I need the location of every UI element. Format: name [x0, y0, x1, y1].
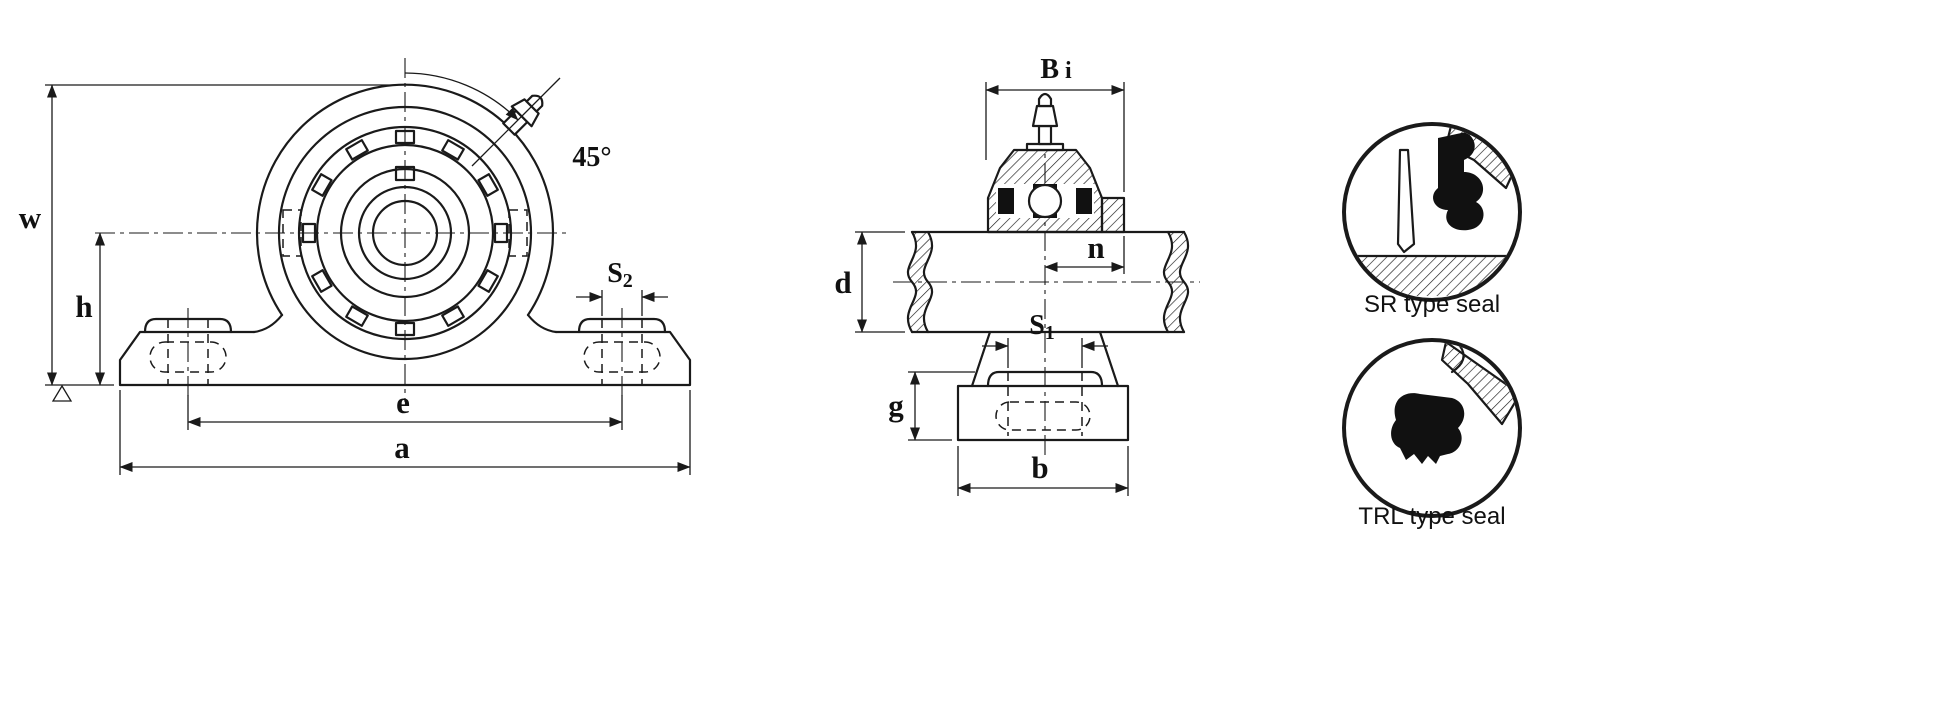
dim-label-a: a: [394, 430, 410, 465]
side-base: [956, 330, 1130, 442]
dim-label-angle: 45°: [572, 142, 611, 173]
front-housing: [252, 83, 558, 334]
seal-detail-sr: SR type seal: [1342, 122, 1522, 318]
front-centerlines: [95, 58, 623, 402]
dim-label-n: n: [1087, 230, 1104, 265]
dim-s2: S2: [576, 258, 668, 316]
dim-label-b: b: [1031, 450, 1048, 485]
sr-seal-label: SR type seal: [1364, 291, 1500, 318]
lockwasher-key-tab: [394, 165, 416, 182]
datum-triangle-icon: [51, 384, 73, 402]
locking-collar: [1100, 196, 1126, 234]
grease-fitting-side-icon: [1025, 92, 1065, 152]
dim-n: n: [1044, 230, 1125, 274]
sr-seal-lip: [1396, 148, 1416, 254]
ball-section: [1027, 183, 1063, 219]
dim-label-s1: S1: [1029, 310, 1055, 344]
dim-b: b: [957, 446, 1129, 496]
dim-s1: S1: [982, 310, 1108, 368]
front-bearing-rings: [277, 105, 533, 361]
front-base: [118, 317, 692, 387]
dim-e: e: [187, 385, 623, 430]
seal-detail-trl: TRL type seal: [1342, 338, 1522, 530]
dim-label-h: h: [75, 289, 92, 324]
dim-label-g: g: [888, 388, 904, 423]
dim-d: d: [834, 231, 905, 333]
trl-seal-profile: [1391, 393, 1465, 464]
front-hidden-slots: [149, 209, 661, 385]
trl-seal-label: TRL type seal: [1358, 503, 1505, 530]
sr-seal-profile: [1433, 132, 1484, 231]
front-view: 45° w h e a: [19, 58, 692, 475]
dim-angle-45: 45°: [404, 72, 612, 173]
shaft: [906, 230, 1190, 334]
dim-label-e: e: [396, 385, 410, 420]
dim-label-d: d: [834, 265, 851, 300]
dim-g: g: [888, 371, 975, 441]
dim-label-s2: S2: [607, 258, 633, 292]
dim-h: h: [75, 232, 106, 386]
front-lockwasher-tabs: [301, 129, 509, 337]
bearing-section: [986, 92, 1126, 234]
seal-right: [1076, 188, 1092, 214]
dim-label-w: w: [19, 200, 42, 235]
seal-left: [998, 188, 1014, 214]
dim-a: a: [119, 390, 691, 475]
